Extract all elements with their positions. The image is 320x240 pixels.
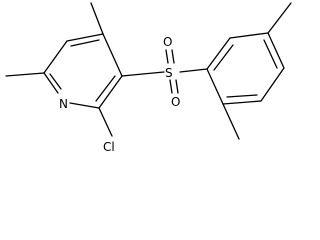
bond-c6-methyl	[5, 72, 45, 77]
pyridine-ring	[43, 33, 123, 109]
bond-c5-c6	[43, 40, 68, 74]
bond-s-o-bottom-a	[169, 79, 173, 94]
bond-b3-b4-inner	[263, 39, 278, 69]
bond-c4-c5	[66, 33, 104, 42]
bond-c2-c3	[98, 75, 123, 109]
bond-b5-b6	[222, 100, 262, 105]
benzene-substituents	[222, 2, 292, 140]
pyridine-substituents	[5, 2, 165, 137]
bond-c4-methyl	[90, 2, 104, 35]
bond-b1-b2	[206, 37, 231, 70]
atom-label-nitrogen: N	[59, 97, 68, 111]
benzene-ring	[206, 32, 285, 105]
atom-label-chlorine: Cl	[103, 140, 115, 154]
bond-s-o-top-a	[165, 49, 169, 64]
structure-diagram: N Cl S O O	[5, 2, 292, 154]
bond-c3-s	[121, 71, 165, 77]
bond-c2-cl	[98, 107, 113, 137]
bond-s-o-top-b	[171, 49, 175, 64]
bond-s-aryl	[179, 68, 208, 73]
bond-b2-b3	[229, 32, 269, 39]
bond-b3-b4	[267, 32, 285, 69]
sulfonyl-group	[165, 49, 208, 94]
atom-label-oxygen-bottom: O	[171, 95, 180, 109]
bond-c3-c4	[102, 33, 123, 77]
atom-label-sulfur: S	[165, 66, 173, 80]
bond-b6-methyl	[222, 103, 240, 140]
bond-n-c2	[69, 102, 100, 109]
bond-c6-n	[43, 72, 59, 94]
bond-c4-c5-inner	[70, 39, 100, 47]
bond-b1-b2-inner	[213, 44, 234, 71]
atom-label-oxygen-top: O	[163, 35, 172, 49]
structure-canvas: N Cl S O O	[5, 2, 292, 154]
bond-b5-b6-inner	[226, 94, 258, 98]
bond-s-o-bottom-b	[175, 79, 179, 94]
bond-b4-b5	[260, 67, 285, 102]
bond-c6-n-inner	[49, 73, 62, 90]
bond-b3-methyl	[267, 2, 292, 34]
bond-c2-c3-inner	[95, 75, 116, 102]
bond-b6-b1	[206, 68, 224, 105]
